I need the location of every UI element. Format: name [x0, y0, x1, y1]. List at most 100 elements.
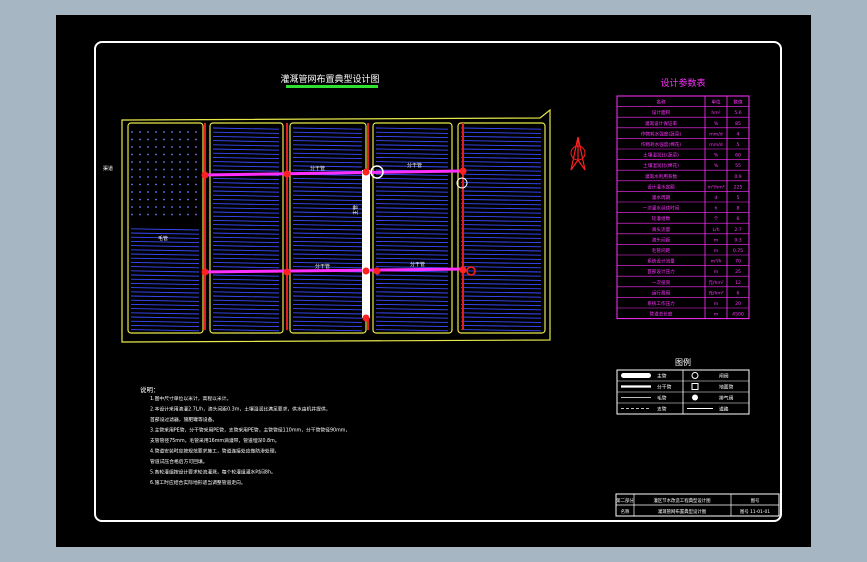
lateral-line: [212, 224, 280, 227]
lateral-line: [375, 182, 449, 185]
lateral-line: [375, 186, 449, 189]
emitter-dot: [147, 198, 149, 201]
emitter-dot: [195, 161, 197, 163]
emitter-dot: [195, 191, 197, 193]
emitter-dot: [179, 213, 181, 216]
lateral-line: [212, 190, 280, 193]
params-table-border: [616, 95, 750, 320]
lateral-line: [212, 177, 280, 181]
lateral-line: [212, 253, 280, 256]
legend-item-label: 主管: [657, 373, 667, 380]
lateral-line: [460, 308, 542, 311]
lateral-line: [375, 249, 449, 252]
branch-label-1: 分干管: [310, 165, 325, 172]
lateral-line: [292, 324, 363, 328]
field-boundary: [121, 108, 551, 343]
north-arrow-icon: [570, 136, 586, 171]
lateral-line: [460, 182, 542, 185]
params-cell: 设计灌水定额: [647, 183, 675, 190]
emitter-dot: [147, 131, 149, 133]
params-cell: 轮灌组数: [652, 215, 671, 222]
title-block-cell: 灌区节水改造工程典型设计图: [653, 497, 711, 504]
emitter-dot: [139, 183, 141, 186]
params-cell: 灌溉水利用系数: [645, 173, 678, 180]
lateral-line: [212, 274, 280, 277]
note-line: 支管管径75mm，毛管采用16mm滴灌带，管道埋深0.8m。: [150, 437, 280, 444]
params-cell: L/h: [712, 227, 719, 233]
note-line: 2.本设计采用滴灌2.7L/h，滴头间距0.3m，土壤湿润比满足要求，供水由机井…: [150, 406, 331, 413]
params-cell: m: [714, 270, 719, 275]
emitter-dot: [131, 198, 133, 201]
lateral-line: [375, 207, 449, 210]
emitter-dot: [163, 176, 165, 178]
lateral-line: [212, 324, 280, 328]
params-cell: 70: [735, 259, 741, 265]
lateral-line: [375, 165, 449, 168]
lateral-line: [375, 148, 449, 151]
params-cell: 土壤湿润比(棉花): [643, 162, 679, 169]
lateral-line: [460, 299, 542, 302]
valve-icon: [459, 167, 467, 175]
lateral-line: [375, 303, 449, 307]
main-pipe-label: 主管: [352, 205, 359, 215]
lateral-line: [460, 249, 542, 252]
side-label: 渠道: [103, 165, 113, 172]
emitter-dot: [163, 198, 165, 201]
lateral-line: [292, 148, 363, 151]
emitter-dot: [195, 146, 197, 148]
plot-2: [209, 122, 284, 334]
emitter-dot: [195, 168, 197, 171]
emitter-dot: [155, 213, 157, 216]
emitter-dot: [187, 183, 189, 186]
lateral-line: [292, 135, 363, 139]
params-cell: 20: [735, 301, 741, 307]
emitter-dot: [139, 198, 141, 201]
lateral-line: [460, 295, 542, 298]
title-block-cell: 图号 11-01-01: [740, 509, 770, 515]
lateral-line: [292, 224, 363, 227]
lateral-line: [375, 127, 449, 130]
lateral-line: [292, 219, 363, 223]
lateral-line: [375, 295, 449, 298]
emitter-dot: [155, 138, 157, 141]
lateral-line: [292, 329, 363, 332]
emitter-dot: [155, 191, 157, 193]
params-cell: m: [714, 249, 719, 254]
lateral-line: [130, 249, 200, 252]
emitter-dot: [163, 183, 165, 186]
emitter-dot: [179, 198, 181, 201]
legend-swatch-main: [621, 373, 651, 378]
params-cell: %: [714, 153, 719, 159]
emitter-dot: [147, 161, 149, 163]
emitter-dot: [147, 183, 149, 186]
main-pipe: [362, 170, 370, 318]
lateral-line: [460, 282, 542, 286]
note-line: 3.主管采用PE管，分干管采用PE管，支管采用PE管，主管管径110mm，分干管…: [150, 427, 350, 434]
emitter-dot: [163, 153, 165, 156]
valve-icon: [362, 267, 370, 275]
emitter-dot: [195, 183, 197, 186]
lateral-line: [130, 270, 200, 273]
lateral-line: [375, 274, 449, 277]
params-cell: 一次投资: [652, 279, 671, 286]
emitter-dot: [195, 198, 197, 201]
lateral-line: [460, 177, 542, 181]
lateral-line: [212, 240, 280, 244]
lateral-line: [375, 320, 449, 323]
params-cell: m: [714, 313, 719, 318]
lateral-line: [130, 299, 200, 302]
emitter-dot: [147, 153, 149, 156]
lateral-line: [212, 236, 280, 239]
note-line: 6.施工时应结合实际地形适当调整管道走向。: [150, 479, 246, 486]
lateral-line: [130, 287, 200, 290]
lateral-line: [212, 316, 280, 319]
lateral-line: [375, 131, 449, 134]
params-cell: 4500: [732, 312, 744, 318]
lateral-line: [130, 291, 200, 294]
lateral-line: [212, 219, 280, 223]
lateral-line: [460, 291, 542, 294]
emitter-dot: [155, 131, 157, 133]
lateral-line: [375, 203, 449, 206]
lateral-line: [212, 165, 280, 168]
emitter-dot: [187, 168, 189, 171]
